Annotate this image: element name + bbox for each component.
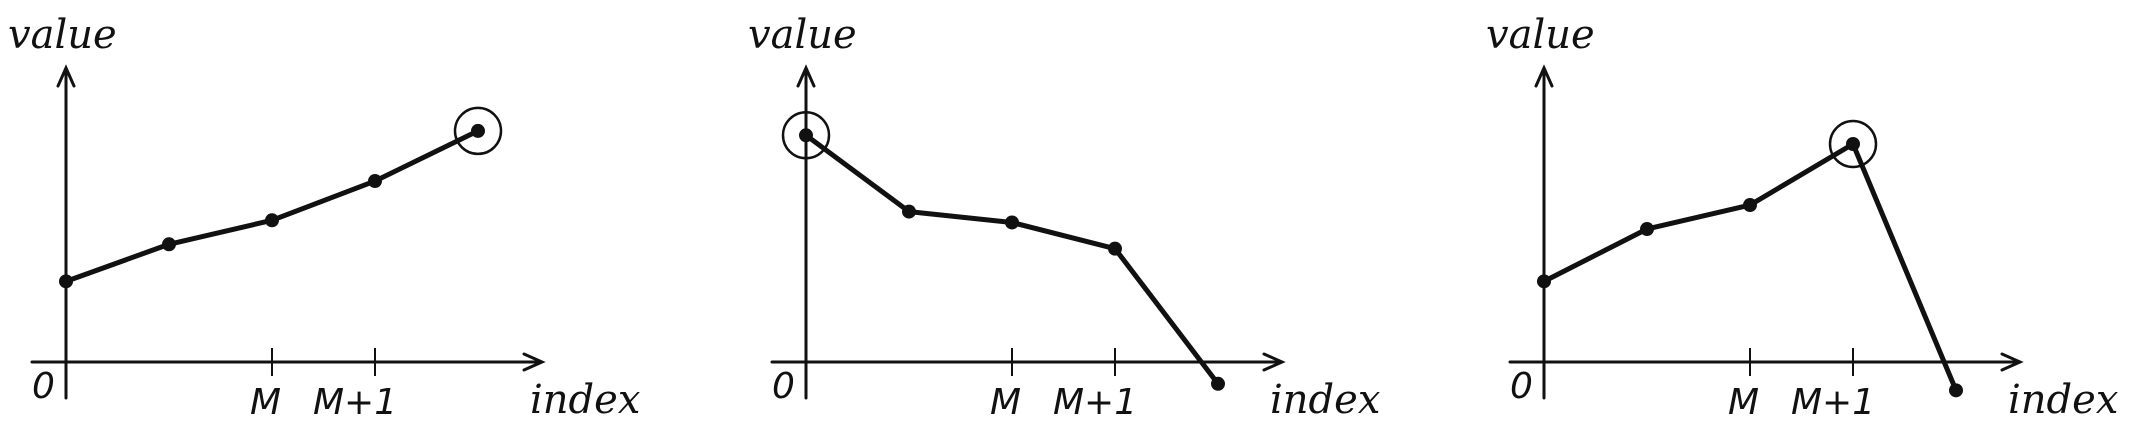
tick-label-m-plus-1: M+1 (313, 382, 397, 423)
data-point (1005, 215, 1019, 230)
tick-label-m: M (250, 382, 281, 423)
x-axis-label: index (1270, 377, 1380, 423)
y-axis-label: value (1486, 12, 1595, 58)
data-point (799, 128, 813, 143)
max-highlight-ring (453, 106, 503, 156)
panel-1: value index 0 M M+1 (8, 12, 640, 423)
data-point (368, 174, 382, 189)
max-highlight-ring (781, 111, 831, 160)
y-axis-label: value (8, 12, 117, 58)
data-point (1108, 241, 1122, 256)
y-axis-label: value (748, 12, 857, 58)
max-highlight-ring (1828, 119, 1878, 169)
origin-label: 0 (32, 366, 55, 407)
data-point (902, 204, 916, 219)
y-axis-arrow-icon (1534, 64, 1554, 88)
x-axis-label: index (2008, 377, 2118, 423)
data-point (1211, 376, 1225, 391)
data-point (1537, 274, 1551, 289)
origin-label: 0 (772, 366, 795, 407)
data-point (1949, 383, 1963, 398)
data-point (59, 274, 73, 289)
y-axis-arrow-icon (56, 64, 76, 88)
data-point (162, 237, 176, 252)
x-axis-arrow-icon (2000, 352, 2024, 372)
x-axis-arrow-icon (522, 352, 546, 372)
data-point (1640, 222, 1654, 237)
tick-label-m: M (990, 382, 1021, 423)
data-point (1846, 137, 1860, 151)
tick-label-m: M (1728, 382, 1759, 423)
data-point (265, 213, 279, 228)
tick-label-m-plus-1: M+1 (1053, 382, 1137, 423)
data-line (803, 132, 1221, 387)
x-axis-label: index (530, 377, 640, 423)
x-axis-arrow-icon (1262, 352, 1286, 372)
origin-label: 0 (1510, 366, 1533, 407)
data-point (471, 123, 485, 138)
tick-label-m-plus-1: M+1 (1791, 382, 1875, 423)
data-line (63, 128, 481, 284)
data-point (1743, 198, 1757, 213)
y-axis-arrow-icon (796, 64, 816, 88)
panel-3: value index 0 M M+1 (1486, 12, 2118, 423)
panel-2: value index 0 M M+1 (748, 12, 1380, 423)
